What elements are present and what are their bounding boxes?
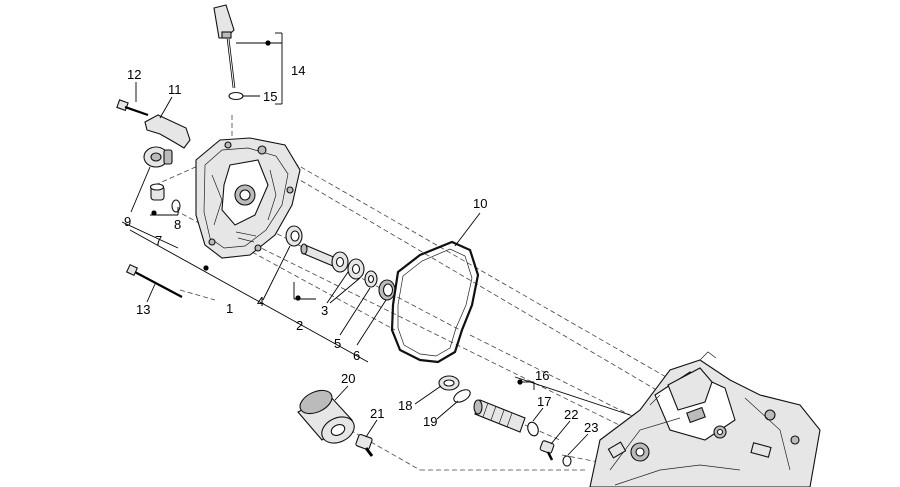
bearing-3a xyxy=(331,251,349,273)
label-21: 21 xyxy=(370,406,384,421)
o-ring-15 xyxy=(228,91,244,101)
label-7: 7 xyxy=(155,233,162,248)
crankcase-cover-1 xyxy=(195,137,301,259)
cap-18 xyxy=(438,375,460,391)
label-15: 15 xyxy=(263,89,277,104)
o-ring-19 xyxy=(453,389,471,403)
bearing-3b xyxy=(347,258,365,280)
dipstick-part xyxy=(213,4,236,89)
label-22: 22 xyxy=(564,407,578,422)
alignment-lines xyxy=(154,115,691,471)
label-10: 10 xyxy=(473,196,487,211)
bolt-12 xyxy=(116,99,149,117)
spacer-5 xyxy=(364,270,378,288)
label-14: 14 xyxy=(291,63,305,78)
sleeve-7 xyxy=(149,183,165,201)
gasket-10 xyxy=(390,240,480,364)
part-labels: 14 15 12 11 9 8 7 13 1 4 2 3 5 6 10 16 1… xyxy=(124,63,598,435)
strainer-16 xyxy=(473,399,526,433)
label-13: 13 xyxy=(136,302,150,317)
o-ring-17 xyxy=(527,421,539,437)
label-6: 6 xyxy=(353,348,360,363)
oil-filter-20 xyxy=(297,389,355,444)
bracket-11 xyxy=(144,114,191,149)
sensor-22 xyxy=(539,440,555,461)
seal-4 xyxy=(285,225,303,247)
label-1: 1 xyxy=(226,301,233,316)
fitting-21 xyxy=(355,433,374,457)
long-bolt-13 xyxy=(125,263,183,298)
engine-block xyxy=(589,351,821,487)
label-8: 8 xyxy=(174,217,181,232)
label-4: 4 xyxy=(257,294,264,309)
label-16: 16 xyxy=(535,368,549,383)
label-20: 20 xyxy=(341,371,355,386)
bullet-dots xyxy=(151,40,523,385)
label-12: 12 xyxy=(127,67,141,82)
oil-seal-6 xyxy=(378,279,396,301)
leader-lines xyxy=(121,32,631,456)
label-5: 5 xyxy=(334,336,341,351)
label-18: 18 xyxy=(398,398,412,413)
o-ring-8 xyxy=(171,199,181,213)
label-17: 17 xyxy=(537,394,551,409)
label-2: 2 xyxy=(296,318,303,333)
label-9: 9 xyxy=(124,214,131,229)
label-19: 19 xyxy=(423,414,437,429)
label-3: 3 xyxy=(321,303,328,318)
washer-23 xyxy=(562,455,572,467)
label-11: 11 xyxy=(168,82,182,97)
label-23: 23 xyxy=(584,420,598,435)
pump-9 xyxy=(143,146,173,168)
shaft-2 xyxy=(300,243,337,267)
